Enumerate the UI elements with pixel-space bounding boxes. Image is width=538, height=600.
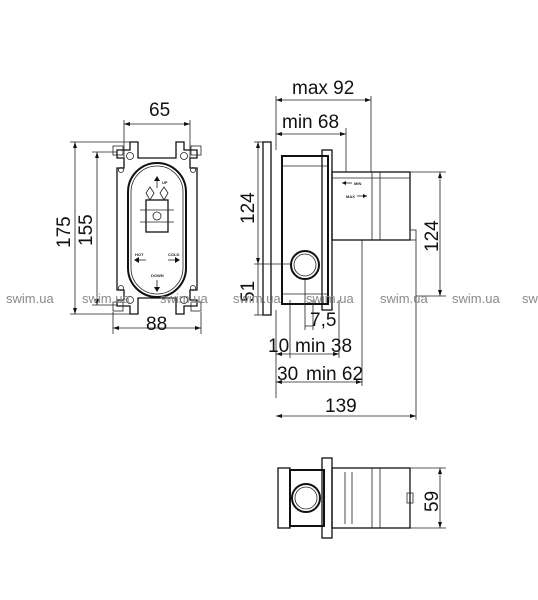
watermark: swim.ua (306, 291, 354, 306)
screw-hole (126, 152, 134, 160)
watermark: swim.ua (82, 291, 130, 306)
watermark: swim.ua (160, 291, 208, 306)
label-min: MIN (354, 181, 361, 186)
dim-min-38: min 38 (295, 336, 352, 357)
arrow-left-icon (134, 257, 146, 263)
max-arrow-icon (357, 194, 367, 198)
top-cartridge (331, 467, 411, 529)
watermark-row: swim.ua swim.ua swim.ua swim.ua swim.ua … (6, 291, 538, 306)
lug-bottom-left (112, 301, 124, 312)
top-body (289, 469, 325, 527)
dim-65: 65 (149, 100, 170, 121)
watermark: swim.ua (522, 291, 538, 306)
side-view: MIN MAX (262, 141, 417, 316)
dim-51: 51 (238, 281, 259, 302)
cartridge (145, 199, 169, 233)
side-outlet (290, 250, 320, 280)
arrow-right-icon (168, 257, 180, 263)
label-up: UP (162, 180, 168, 185)
label-cold: COLD (168, 252, 179, 257)
dim-139: 139 (325, 396, 357, 417)
dim-175: 175 (54, 216, 75, 248)
screw-hole (190, 167, 196, 173)
arrow-up-icon (154, 176, 160, 188)
label-hot: HOT (135, 252, 144, 257)
lug-bottom-right (190, 301, 202, 312)
dim-30: 30 (277, 364, 298, 385)
screw-hole (180, 296, 188, 304)
dim-155: 155 (76, 214, 97, 246)
dim-88: 88 (146, 314, 167, 335)
side-dimensions: max 92 min 68 124 51 124 7,5 (238, 78, 446, 420)
valve-body-inner (130, 165, 184, 295)
dim-max-92: max 92 (292, 78, 354, 99)
front-dimensions: 65 175 155 88 (54, 100, 202, 335)
dim-min-68: min 68 (282, 112, 339, 133)
lug-top-left (112, 145, 124, 156)
dim-124-left: 124 (238, 192, 259, 224)
watermark: swim.ua (6, 291, 54, 306)
watermark: swim.ua (452, 291, 500, 306)
screw-hole (190, 285, 196, 291)
dim-59: 59 (422, 491, 443, 512)
screw-hole (118, 285, 124, 291)
cartridge-lever (145, 186, 169, 201)
top-plate (277, 467, 291, 529)
screw-hole (118, 167, 124, 173)
front-view: UP DOWN HOT COLD (112, 141, 202, 315)
dim-7-5: 7,5 (310, 310, 336, 331)
watermark: swim.ua (380, 291, 428, 306)
top-view: 59 (277, 457, 446, 539)
lug-top-right (190, 145, 202, 156)
watermark: swim.ua (233, 291, 281, 306)
top-outlet (291, 483, 321, 513)
label-down: DOWN (151, 273, 164, 278)
screw-hole (180, 152, 188, 160)
valve-body-outline (127, 162, 187, 298)
dim-124-right: 124 (422, 220, 443, 252)
label-max: MAX (346, 194, 355, 199)
min-arrow-icon (342, 181, 352, 185)
side-plate (262, 141, 272, 316)
screw-hole (126, 296, 134, 304)
mounting-plate (116, 141, 198, 315)
arrow-down-icon (154, 280, 160, 292)
dim-min-62: min 62 (306, 364, 363, 385)
dim-10: 10 (268, 336, 289, 357)
